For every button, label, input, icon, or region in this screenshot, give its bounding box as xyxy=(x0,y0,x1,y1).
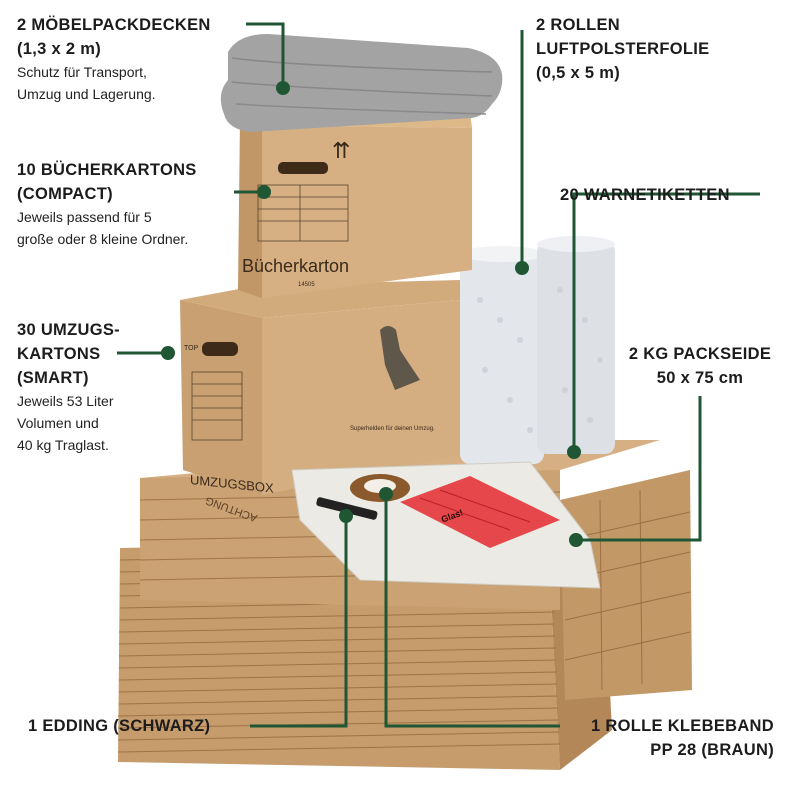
callout-book-boxes: 10 BÜCHERKARTONS (COMPACT) Jeweils passe… xyxy=(17,158,197,250)
moving-blankets xyxy=(220,34,503,132)
callout-tissue-paper: 2 KG PACKSEIDE 50 x 75 cm xyxy=(600,342,800,390)
callout-connectors xyxy=(117,22,760,728)
callout-tissue-paper-size: 50 x 75 cm xyxy=(656,369,744,387)
callout-bubble-wrap-title-2: LUFTPOLSTERFOLIE xyxy=(536,40,710,58)
callout-marker-title: 1 EDDING (SCHWARZ) xyxy=(28,717,211,735)
callout-moving-boxes-variant: (SMART) xyxy=(17,369,89,387)
callout-tissue-paper-title: 2 KG PACKSEIDE xyxy=(628,345,772,363)
marker-pen xyxy=(316,497,378,520)
callout-moving-boxes-desc-3: 40 kg Traglast. xyxy=(17,437,109,453)
callout-blankets-desc-2: Umzug und Lagerung. xyxy=(17,86,156,102)
callout-tape: 1 ROLLE KLEBEBAND PP 28 (BRAUN) xyxy=(560,714,774,762)
moving-box-top-marker: TOP xyxy=(184,345,199,352)
callout-dots xyxy=(161,81,583,547)
callout-blankets-size: (1,3 x 2 m) xyxy=(17,40,102,58)
callout-warning-labels-title: 20 WARNETIKETTEN xyxy=(560,186,730,204)
callout-book-boxes-title: 10 BÜCHERKARTONS xyxy=(17,161,197,179)
callout-blankets-desc-1: Schutz für Transport, xyxy=(17,64,147,80)
book-box-label: Bücherkarton xyxy=(242,256,349,276)
callout-bubble-wrap-size: (0,5 x 5 m) xyxy=(536,64,621,82)
flat-box-stack-right xyxy=(560,470,692,700)
callout-moving-boxes-desc-1: Jeweils 53 Liter xyxy=(17,393,114,409)
bubble-wrap-rolls xyxy=(460,236,615,464)
book-box-code: 14505 xyxy=(298,282,315,288)
callout-moving-boxes-title-2: KARTONS xyxy=(17,345,101,363)
callout-bubble-wrap-title-1: 2 ROLLEN xyxy=(536,16,620,34)
callout-blankets: 2 MÖBELPACKDECKEN (1,3 x 2 m) Schutz für… xyxy=(17,13,211,105)
moving-box: TOP UMZUGSBOX Superhelden für deinen Umz… xyxy=(180,280,460,496)
warning-labels: Glas! xyxy=(400,476,560,548)
callout-moving-boxes-desc-2: Volumen und xyxy=(17,415,99,431)
callout-book-boxes-desc-2: große oder 8 kleine Ordner. xyxy=(17,231,189,247)
moving-box-slogan: Superhelden für deinen Umzug. xyxy=(350,426,435,432)
book-box: Bücherkarton 14505 ⇈ xyxy=(238,108,472,298)
callout-tape-title: 1 ROLLE KLEBEBAND xyxy=(591,717,774,735)
superhero-icon xyxy=(380,326,420,390)
callout-blankets-title: 2 MÖBELPACKDECKEN xyxy=(17,16,211,34)
callout-tape-spec: PP 28 (BRAUN) xyxy=(650,741,774,759)
callout-bubble-wrap: 2 ROLLEN LUFTPOLSTERFOLIE (0,5 x 5 m) xyxy=(536,13,709,85)
tape-roll xyxy=(350,474,410,502)
callout-marker: 1 EDDING (SCHWARZ) xyxy=(28,714,210,738)
callout-moving-boxes: 30 UMZUGS- KARTONS (SMART) Jeweils 53 Li… xyxy=(17,318,120,456)
callout-book-boxes-variant: (COMPACT) xyxy=(17,185,113,203)
callout-book-boxes-desc-1: Jeweils passend für 5 xyxy=(17,209,152,225)
callout-moving-boxes-title-1: 30 UMZUGS- xyxy=(17,321,120,339)
arrows-up-icon: ⇈ xyxy=(332,138,350,163)
callout-warning-labels: 20 WARNETIKETTEN xyxy=(560,183,730,207)
